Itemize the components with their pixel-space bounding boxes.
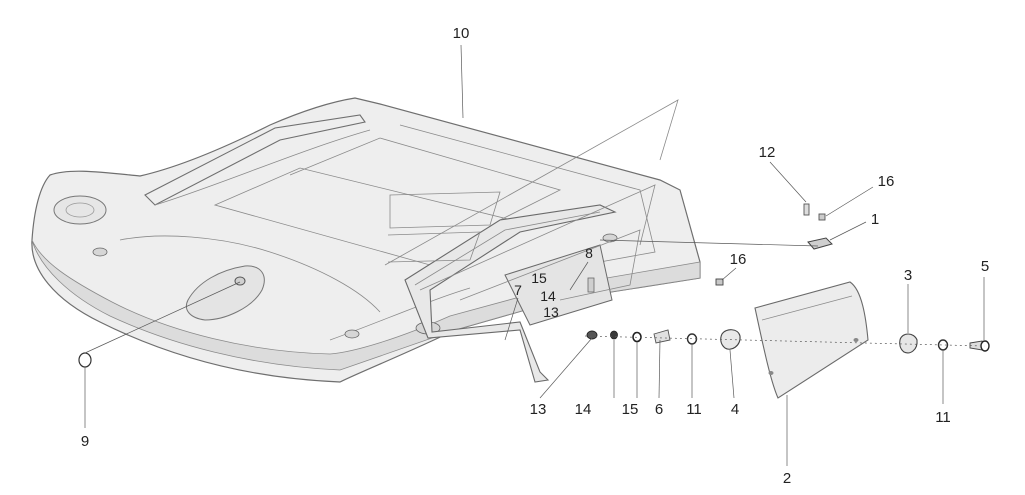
callout-13: 13 <box>530 401 547 418</box>
leader-axis <box>584 335 986 347</box>
bracket-slot <box>587 277 595 293</box>
callout-5: 5 <box>981 258 989 275</box>
cover-recess-c <box>399 124 656 263</box>
cover-ridge-line <box>154 129 371 206</box>
ref-line-2 <box>389 191 501 229</box>
leader-12 <box>769 161 807 203</box>
part-15-washer <box>632 331 642 343</box>
leader-8 <box>569 261 589 291</box>
leader-lines <box>84 44 986 466</box>
callout-8: 8 <box>585 245 593 261</box>
leader-16-upper <box>825 186 874 217</box>
part-12-bolt <box>803 203 810 216</box>
cover-panel-edge-shade <box>31 239 701 371</box>
part-13-nut <box>586 330 598 340</box>
bracket-assembly <box>404 204 617 383</box>
callout-10: 10 <box>453 25 470 42</box>
cover-plate-fold <box>761 295 853 321</box>
callout-9: 9 <box>81 433 89 450</box>
callout-14: 14 <box>575 401 592 418</box>
cover-panel-outline <box>31 97 701 383</box>
callout-14-inner: 14 <box>540 288 556 304</box>
cover-plate <box>754 281 869 399</box>
leader-6 <box>658 339 661 399</box>
callout-15-inner: 15 <box>531 270 547 286</box>
callout-15: 15 <box>622 401 639 418</box>
leader-9 <box>84 281 241 354</box>
callout-labels: 10 12 16 1 16 3 5 8 15 7 14 13 9 13 14 1… <box>81 25 989 487</box>
ref-line-5 <box>459 229 641 301</box>
leader-1 <box>829 221 867 241</box>
callout-16-upper: 16 <box>878 173 895 190</box>
cover-round-pad-inner <box>65 202 95 218</box>
callout-2: 2 <box>783 470 791 487</box>
hardware <box>78 203 990 368</box>
cover-boss-4 <box>602 233 618 243</box>
part-3-grommet <box>899 333 918 354</box>
bracket-arm <box>404 204 617 383</box>
callout-1: 1 <box>871 211 879 228</box>
cover-boss-1 <box>92 247 108 257</box>
ref-line-1 <box>384 99 679 266</box>
leader-4 <box>729 349 735 399</box>
part-1-clip <box>807 237 833 250</box>
callout-4: 4 <box>731 401 739 418</box>
callout-12: 12 <box>759 144 776 161</box>
leader-1-part <box>599 239 819 247</box>
cover-panel <box>31 97 701 383</box>
part-16-nut-mid <box>715 278 724 286</box>
ref-line-3 <box>387 231 481 263</box>
callout-11-left: 11 <box>686 401 702 418</box>
leader-10 <box>460 44 464 119</box>
part-11-washer-right <box>937 339 949 351</box>
leader-13 <box>539 337 593 399</box>
cover-plate-body <box>754 281 869 399</box>
cover-boss-2 <box>344 329 360 339</box>
callout-6: 6 <box>655 401 663 418</box>
leader-16-mid <box>721 267 737 281</box>
part-6-spacer <box>653 329 671 344</box>
part-9-plug <box>78 352 92 368</box>
callout-13-inner: 13 <box>543 304 559 320</box>
cover-recess-b <box>289 137 562 221</box>
leader-7 <box>504 297 519 341</box>
cover-round-pad <box>53 195 107 225</box>
cover-plate-hole-2 <box>768 371 774 375</box>
callout-7: 7 <box>514 282 522 298</box>
callout-3: 3 <box>904 267 912 284</box>
part-16-nut-upper <box>818 213 826 221</box>
ref-line-4 <box>419 184 656 291</box>
bracket-plate <box>504 244 613 326</box>
bracket-fold <box>414 211 601 286</box>
cover-plate-hole <box>853 338 859 342</box>
callout-16-mid: 16 <box>730 251 747 268</box>
cover-inner-curve <box>119 235 381 313</box>
reference-cross <box>384 99 679 301</box>
part-14-washer <box>610 330 618 340</box>
callout-11-right: 11 <box>935 409 951 426</box>
